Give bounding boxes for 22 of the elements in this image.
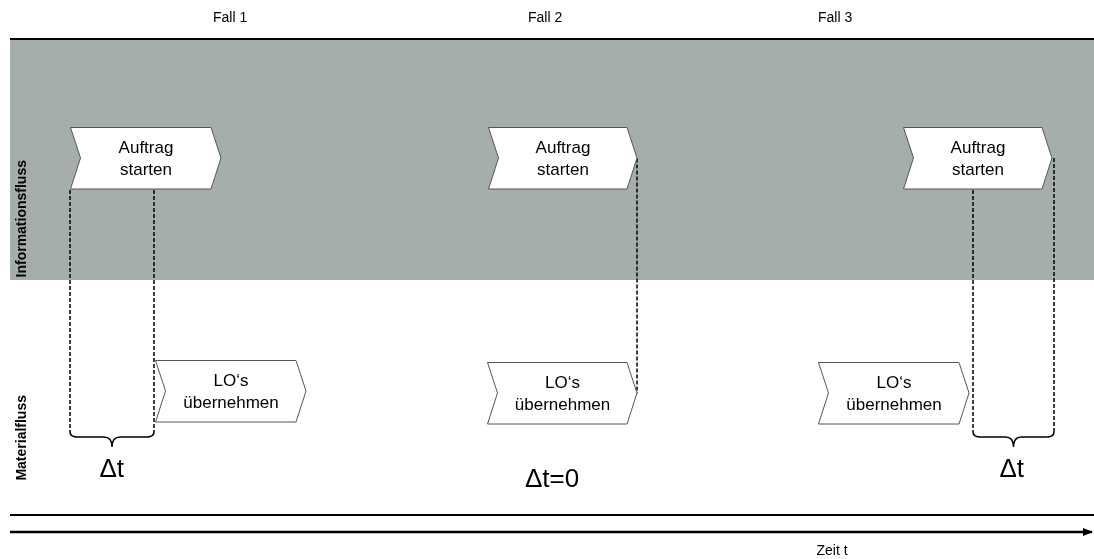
step-label: LO‘s übernehmen (845, 371, 943, 416)
case-label: Fall 2 (528, 9, 563, 25)
step-label: LO‘s übernehmen (513, 371, 612, 416)
axis-label: Zeit t (816, 542, 848, 558)
time-difference-label: Δt=0 (525, 462, 580, 494)
step-label: Auftrag starten (117, 136, 175, 181)
step-label: Auftrag starten (534, 136, 592, 181)
process-chevron (903, 127, 1053, 190)
lane-label: Informationsfluss (13, 160, 29, 278)
process-chevron (155, 360, 307, 423)
lane-label: Materialfluss (13, 395, 29, 481)
step-label: Auftrag starten (949, 136, 1007, 181)
case-label: Fall 3 (818, 9, 853, 25)
process-chevron (488, 127, 638, 190)
case-label: Fall 1 (213, 9, 248, 25)
process-chevron (70, 127, 222, 190)
process-chevron (487, 362, 638, 425)
process-chevron (818, 362, 970, 425)
step-label: LO‘s übernehmen (182, 369, 280, 414)
swimlane-band (10, 40, 1094, 280)
time-difference-label: Δt (99, 452, 125, 484)
time-difference-label: Δt (999, 452, 1025, 484)
